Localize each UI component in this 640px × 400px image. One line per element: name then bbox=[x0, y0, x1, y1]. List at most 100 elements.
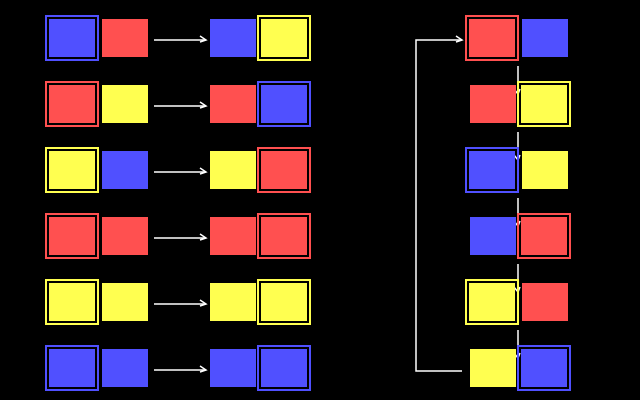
after-marked-square bbox=[257, 81, 311, 127]
state-left-marked-square-frame bbox=[465, 279, 519, 325]
state-right-plain-square bbox=[522, 283, 568, 321]
cycle-state-6 bbox=[470, 345, 571, 391]
arrow-head bbox=[199, 101, 208, 109]
cycle-state-4 bbox=[470, 213, 571, 259]
before-plain-square bbox=[102, 151, 148, 189]
rule-row-1 bbox=[45, 15, 311, 61]
before-marked-square bbox=[45, 15, 99, 61]
state-left-marked-square bbox=[465, 15, 519, 61]
after-plain-square bbox=[210, 283, 256, 321]
state-right-marked-square-fill bbox=[521, 349, 567, 387]
cycle-loop-arrow bbox=[415, 35, 464, 372]
rule-arrow bbox=[154, 167, 208, 175]
after-marked-square-fill bbox=[261, 19, 307, 57]
before-marked-square-frame bbox=[45, 345, 99, 391]
cycle-state-5 bbox=[465, 279, 568, 325]
state-right-marked-square bbox=[517, 345, 571, 391]
arrow-head bbox=[199, 35, 208, 43]
before-marked-square-frame bbox=[45, 279, 99, 325]
state-right-marked-square bbox=[517, 213, 571, 259]
after-marked-square-fill bbox=[261, 217, 307, 255]
after-marked-square-fill bbox=[261, 349, 307, 387]
before-marked-square-fill bbox=[49, 151, 95, 189]
arrow-head bbox=[199, 233, 208, 241]
rule-arrow bbox=[154, 233, 208, 241]
before-marked-square bbox=[45, 279, 99, 325]
after-plain-square bbox=[210, 217, 256, 255]
state-left-marked-square-fill bbox=[469, 283, 515, 321]
before-marked-square bbox=[45, 213, 99, 259]
after-plain-square bbox=[210, 151, 256, 189]
state-left-marked-square bbox=[465, 147, 519, 193]
before-marked-square-fill bbox=[49, 217, 95, 255]
rule-arrow bbox=[154, 101, 208, 109]
before-plain-square bbox=[102, 19, 148, 57]
rule-row-2 bbox=[45, 81, 311, 127]
before-plain-square bbox=[102, 283, 148, 321]
before-plain-square bbox=[102, 85, 148, 123]
state-right-marked-square-fill bbox=[521, 217, 567, 255]
state-left-marked-square-frame bbox=[465, 15, 519, 61]
state-right-marked-square-fill bbox=[521, 85, 567, 123]
after-marked-square-frame bbox=[257, 15, 311, 61]
after-marked-square bbox=[257, 345, 311, 391]
after-marked-square-fill bbox=[261, 85, 307, 123]
after-marked-square bbox=[257, 213, 311, 259]
arrow-head bbox=[199, 365, 208, 373]
rule-row-3 bbox=[45, 147, 311, 193]
state-left-marked-square-frame bbox=[465, 147, 519, 193]
before-marked-square-fill bbox=[49, 283, 95, 321]
after-plain-square bbox=[210, 85, 256, 123]
state-right-marked-square bbox=[517, 81, 571, 127]
state-left-marked-square-fill bbox=[469, 151, 515, 189]
rule-arrow bbox=[154, 365, 208, 373]
state-right-plain-square bbox=[522, 19, 568, 57]
after-marked-square bbox=[257, 15, 311, 61]
before-plain-square bbox=[102, 349, 148, 387]
state-right-marked-square-frame bbox=[517, 81, 571, 127]
state-left-marked-square-fill bbox=[469, 19, 515, 57]
after-marked-square-fill bbox=[261, 283, 307, 321]
after-plain-square bbox=[210, 19, 256, 57]
cycle-state-1 bbox=[465, 15, 568, 61]
before-marked-square-fill bbox=[49, 19, 95, 57]
before-marked-square-frame bbox=[45, 147, 99, 193]
state-right-plain-square bbox=[522, 151, 568, 189]
after-plain-square bbox=[210, 349, 256, 387]
rule-arrow bbox=[154, 299, 208, 307]
before-marked-square-fill bbox=[49, 85, 95, 123]
after-marked-square-frame bbox=[257, 345, 311, 391]
after-marked-square-frame bbox=[257, 81, 311, 127]
rule-row-6 bbox=[45, 345, 311, 391]
before-marked-square bbox=[45, 81, 99, 127]
after-marked-square-fill bbox=[261, 151, 307, 189]
before-marked-square-fill bbox=[49, 349, 95, 387]
state-left-plain-square bbox=[470, 349, 516, 387]
state-right-marked-square-frame bbox=[517, 213, 571, 259]
rule-row-5 bbox=[45, 279, 311, 325]
right-cycle-panel bbox=[415, 15, 571, 391]
before-marked-square-frame bbox=[45, 81, 99, 127]
before-marked-square bbox=[45, 147, 99, 193]
arrow-head bbox=[199, 299, 208, 307]
cycle-state-3 bbox=[465, 147, 568, 193]
before-plain-square bbox=[102, 217, 148, 255]
state-right-marked-square-frame bbox=[517, 345, 571, 391]
after-marked-square-frame bbox=[257, 279, 311, 325]
before-marked-square-frame bbox=[45, 213, 99, 259]
after-marked-square bbox=[257, 279, 311, 325]
loop-line bbox=[415, 39, 462, 372]
arrow-head bbox=[199, 167, 208, 175]
after-marked-square bbox=[257, 147, 311, 193]
state-left-plain-square bbox=[470, 85, 516, 123]
rule-arrow bbox=[154, 35, 208, 43]
after-marked-square-frame bbox=[257, 213, 311, 259]
after-marked-square-frame bbox=[257, 147, 311, 193]
left-rules-panel bbox=[45, 15, 311, 391]
before-marked-square-frame bbox=[45, 15, 99, 61]
state-left-plain-square bbox=[470, 217, 516, 255]
rule-row-4 bbox=[45, 213, 311, 259]
cycle-state-2 bbox=[470, 81, 571, 127]
